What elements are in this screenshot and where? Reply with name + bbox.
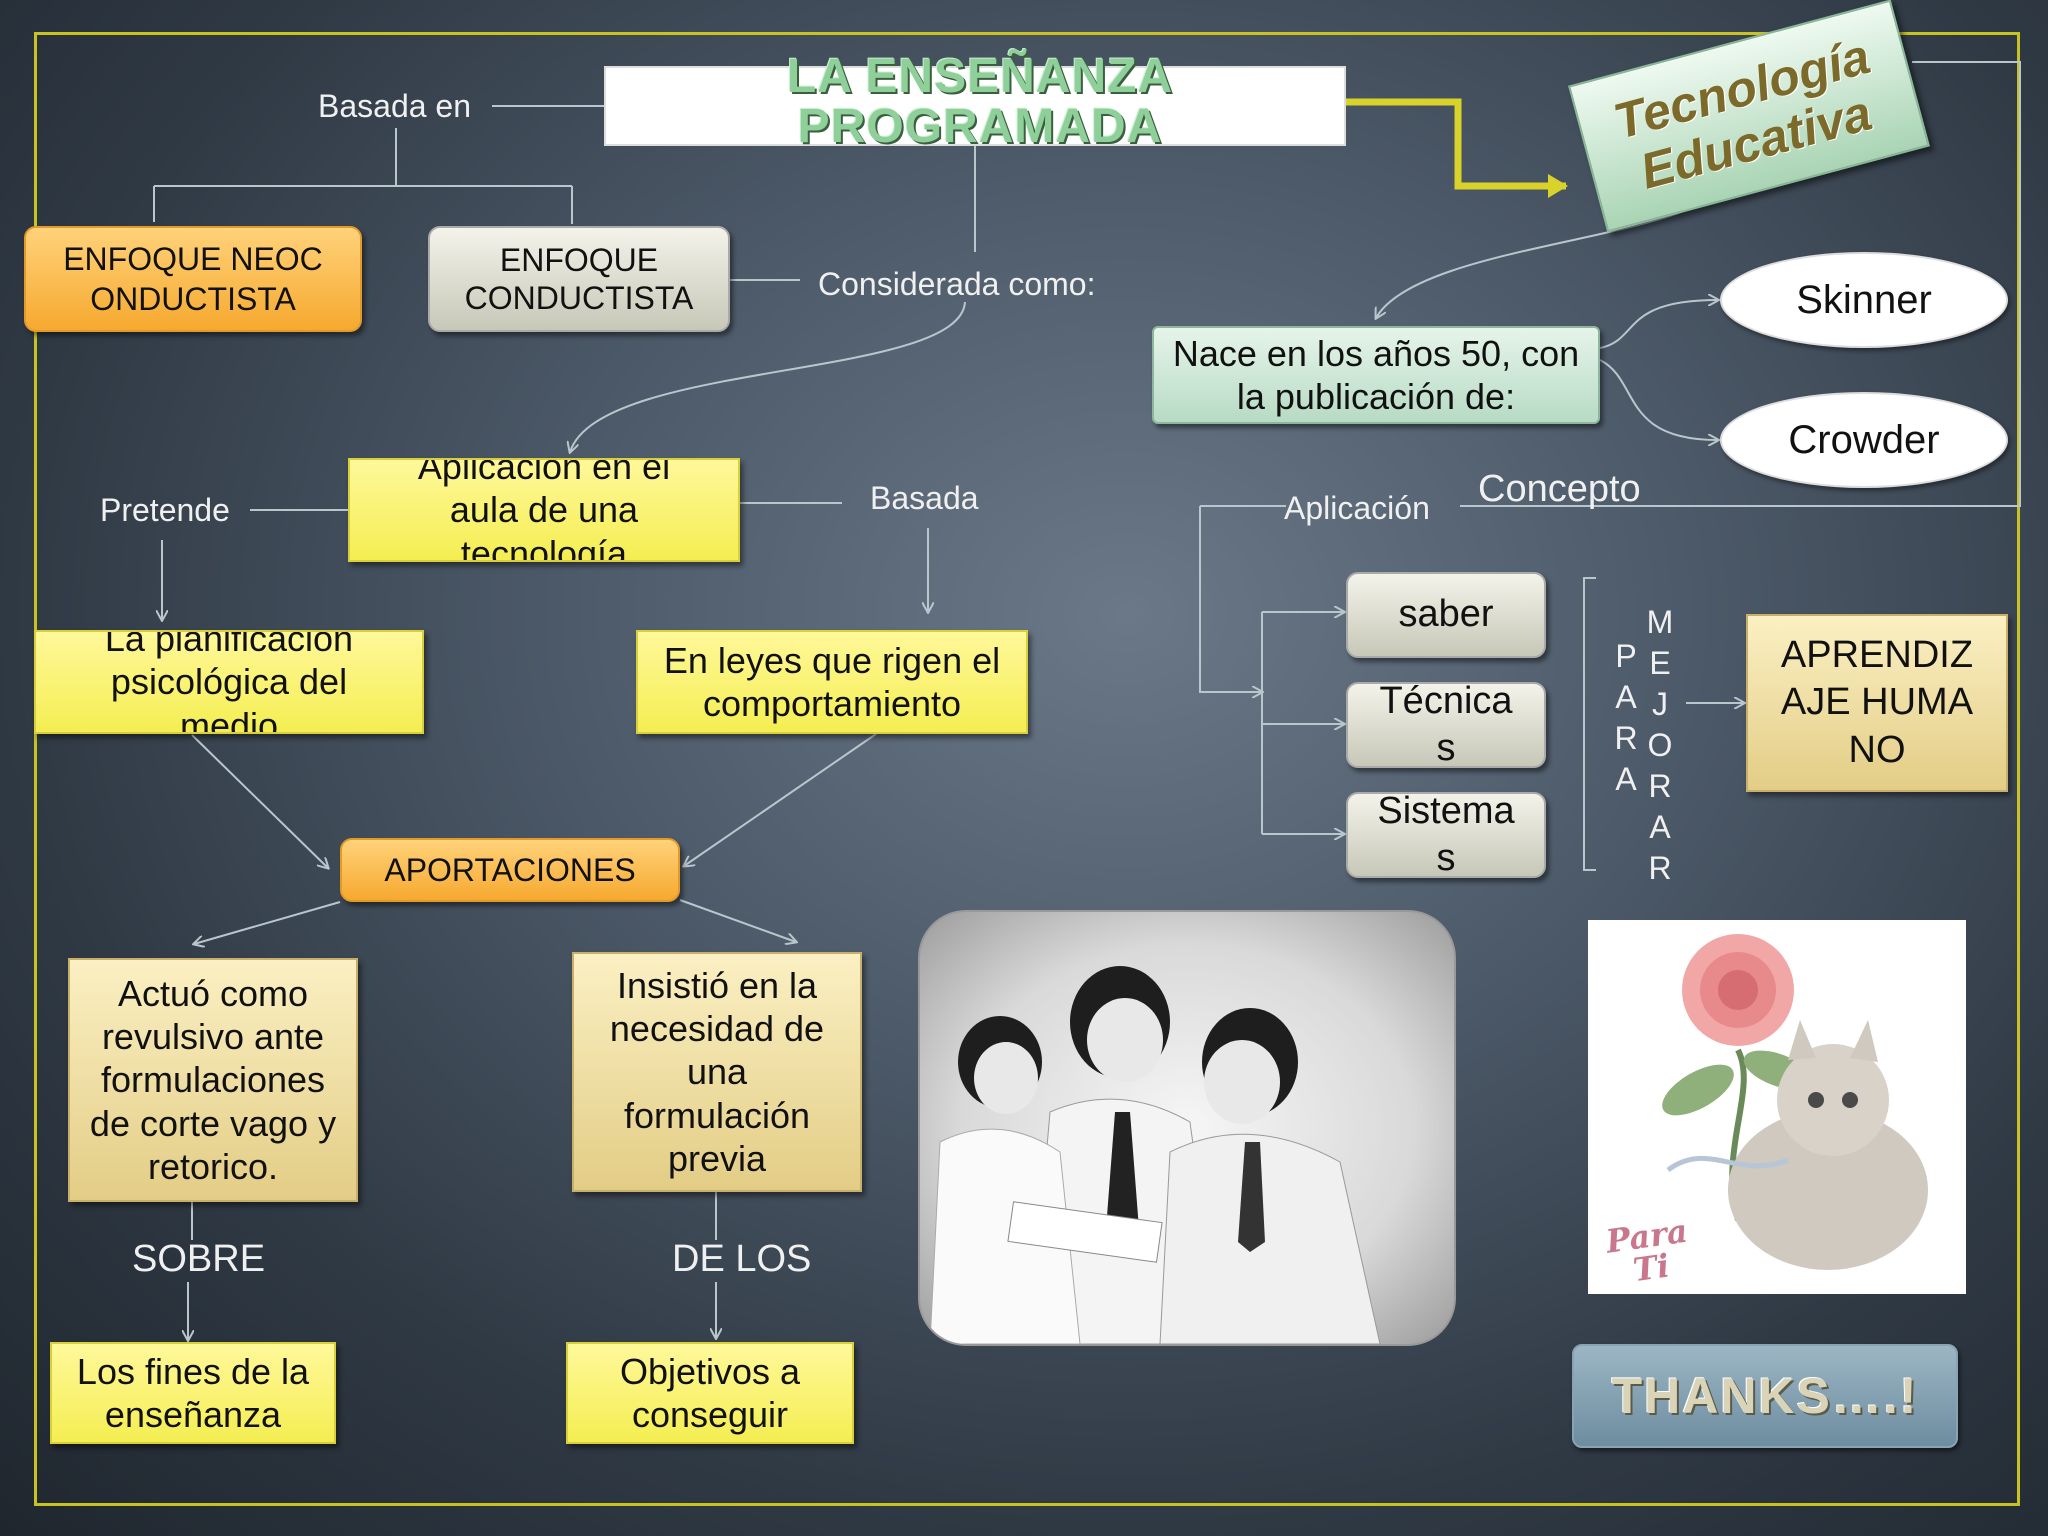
box-nace-text: Nace en los años 50, con la publicación …: [1172, 332, 1580, 417]
mejorar-letter: M: [1646, 604, 1674, 640]
line-considerada-aplicacion: [570, 301, 966, 452]
line-para-bracket: [1583, 577, 1596, 871]
para-ti-card: Para Ti: [1588, 920, 1966, 1294]
box-insistio-text: Insistió en la necesidad de una formulac…: [609, 965, 825, 1179]
line-aplicacion-down: [1199, 506, 1262, 692]
box-aplicacion-aula-text: Aplicación en el aula de una tecnología: [417, 458, 671, 562]
mejorar-letter: R: [1648, 850, 1672, 886]
mejorar-letter: A: [1649, 809, 1671, 845]
box-objetivos: Objetivos a conseguir: [566, 1342, 854, 1444]
box-tecnicas: Técnicas: [1346, 682, 1546, 768]
box-conductista-text: ENFOQUE CONDUCTISTA: [464, 241, 694, 316]
label-basada: Basada: [870, 480, 979, 516]
para-letter: A: [1615, 679, 1637, 715]
box-planificacion: La planificación psicológica del medio: [34, 630, 424, 734]
box-leyes-text: En leyes que rigen el comportamiento: [663, 639, 1001, 724]
label-pretende: Pretende: [100, 492, 230, 528]
box-saber: saber: [1346, 572, 1546, 658]
box-sistemas: Sistemas: [1346, 792, 1546, 878]
label-basada-en: Basada en: [318, 88, 472, 124]
line-bracket-saber: [1261, 611, 1344, 835]
line-aportaciones-revulsivo: [194, 901, 341, 944]
box-fines-text: Los fines de la enseñanza: [76, 1350, 310, 1435]
box-conductista: ENFOQUE CONDUCTISTA: [428, 226, 730, 332]
thanks-button[interactable]: THANKS….!: [1572, 1344, 1958, 1448]
box-revulsivo-text: Actuó como revulsivo ante formulaciones …: [89, 973, 337, 1187]
line-tec-right: [1460, 61, 2021, 507]
mejorar-letter: J: [1652, 686, 1668, 722]
title-box: [604, 66, 1346, 146]
people-photo: [918, 910, 1456, 1346]
box-neoconductista-text: ENFOQUE NEOCONDUCTISTA: [63, 241, 323, 317]
box-leyes: En leyes que rigen el comportamiento: [636, 630, 1028, 734]
box-aprendizaje-text: APRENDIZAJE HUMANO: [1780, 633, 1974, 771]
label-considerada: Considerada como:: [818, 266, 1096, 302]
box-objetivos-text: Objetivos a conseguir: [619, 1350, 801, 1435]
vertical-para: P A R A: [1610, 636, 1642, 800]
box-revulsivo: Actuó como revulsivo ante formulaciones …: [68, 958, 358, 1202]
line-nace-crowder: [1599, 359, 1718, 440]
para-letter: A: [1615, 761, 1637, 797]
box-aportaciones: APORTACIONES: [340, 838, 680, 902]
para-letter: P: [1615, 638, 1637, 674]
label-de-los: DE LOS: [672, 1238, 812, 1280]
line-leyes-aportaciones: [684, 733, 877, 866]
box-planificacion-text: La planificación psicológica del medio: [104, 630, 354, 734]
mejorar-letter: R: [1648, 768, 1672, 804]
line-planificacion-aportaciones: [191, 734, 328, 868]
label-aplicacion: Aplicación: [1284, 490, 1430, 526]
box-insistio: Insistió en la necesidad de una formulac…: [572, 952, 862, 1192]
box-aplicacion-aula: Aplicación en el aula de una tecnología: [348, 458, 740, 562]
box-tecnicas-text: Técnicas: [1379, 682, 1513, 768]
oval-crowder: Crowder: [1720, 392, 2008, 488]
box-aprendizaje: APRENDIZAJE HUMANO: [1746, 614, 2008, 792]
mejorar-letter: E: [1649, 645, 1671, 681]
page-title: LA ENSEÑANZA PROGRAMADA: [786, 50, 1174, 154]
yellow-arrow: [1346, 98, 1568, 198]
label-concepto: Concepto: [1478, 468, 1641, 510]
vertical-mejorar: M E J O R A R: [1644, 602, 1676, 889]
oval-skinner: Skinner: [1720, 252, 2008, 348]
box-nace: Nace en los años 50, con la publicación …: [1152, 326, 1600, 424]
box-neoconductista: ENFOQUE NEOCONDUCTISTA: [24, 226, 362, 332]
label-sobre: SOBRE: [132, 1238, 266, 1280]
line-nace-skinner: [1599, 300, 1718, 349]
para-letter: R: [1614, 720, 1638, 756]
line-basada-en-down: [153, 128, 573, 224]
mejorar-letter: O: [1647, 727, 1673, 763]
box-sistemas-text: Sistemas: [1377, 792, 1515, 878]
slide-frame: [34, 32, 2020, 1506]
box-fines: Los fines de la enseñanza: [50, 1342, 336, 1444]
oval-crowder-text: Crowder: [1788, 418, 1940, 462]
line-aportaciones-insistio: [679, 899, 796, 942]
